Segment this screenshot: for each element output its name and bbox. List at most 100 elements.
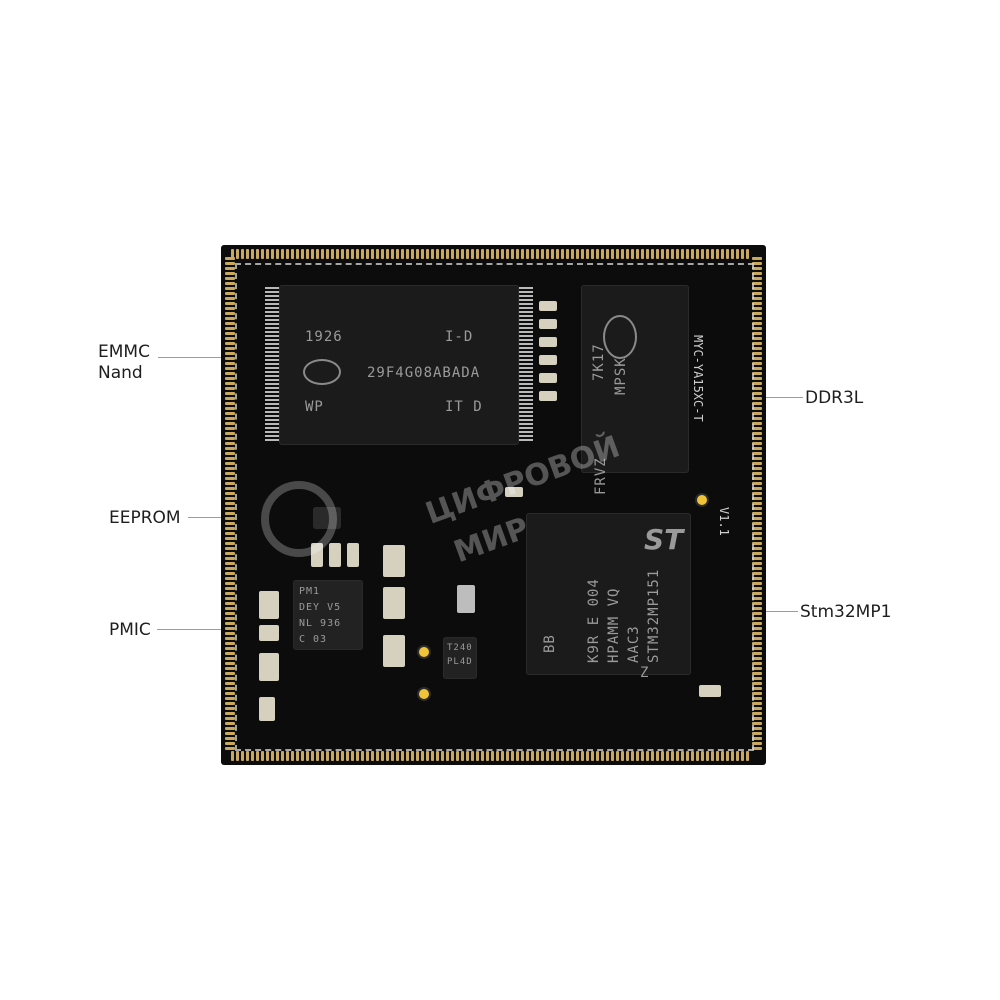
ddr3l-chip: 7K17 MPSK FRVZ (581, 285, 689, 495)
capacitor (383, 587, 405, 619)
edge-pad (241, 751, 244, 761)
edge-pad (225, 457, 235, 460)
edge-pad (225, 637, 235, 640)
edge-pad (752, 277, 762, 280)
edge-pad (651, 249, 654, 259)
edge-pad (606, 249, 609, 259)
edge-pad (556, 249, 559, 259)
capacitor (539, 391, 557, 401)
edge-pad (752, 697, 762, 700)
edge-pad (416, 249, 419, 259)
edge-pad (225, 707, 235, 710)
edge-pad (225, 447, 235, 450)
edge-pad (516, 249, 519, 259)
edge-pad (752, 377, 762, 380)
edge-pad (241, 249, 244, 259)
edge-pad (571, 249, 574, 259)
edge-pad (752, 452, 762, 455)
mounting-via (419, 689, 429, 699)
edge-pad (752, 572, 762, 575)
capacitor (259, 625, 279, 641)
edge-pad (326, 751, 329, 761)
edge-pad (752, 392, 762, 395)
edge-pad (496, 249, 499, 259)
edge-pad (752, 257, 762, 260)
edge-pad (225, 292, 235, 295)
edge-pad (225, 322, 235, 325)
edge-pad (446, 751, 449, 761)
capacitor (539, 373, 557, 383)
edge-pad (752, 422, 762, 425)
edge-pad (271, 751, 274, 761)
edge-pad (225, 582, 235, 585)
edge-pad (591, 249, 594, 259)
edge-pad (711, 751, 714, 761)
edge-pad (366, 249, 369, 259)
edge-pad (726, 249, 729, 259)
edge-pad (752, 537, 762, 540)
edge-pad (426, 751, 429, 761)
edge-pad (456, 751, 459, 761)
edge-pad (561, 751, 564, 761)
edge-pad (752, 467, 762, 470)
edge-pad (225, 267, 235, 270)
edge-pad (752, 262, 762, 265)
watermark-logo-icon (261, 481, 337, 557)
edge-pad (626, 249, 629, 259)
edge-pad (225, 512, 235, 515)
edge-pad (246, 249, 249, 259)
edge-pad (356, 249, 359, 259)
edge-pad (301, 751, 304, 761)
edge-pad (752, 512, 762, 515)
edge-pad (736, 249, 739, 259)
edge-pad (225, 562, 235, 565)
edge-pad (752, 617, 762, 620)
edge-pad (631, 249, 634, 259)
edge-pad (541, 751, 544, 761)
edge-pad (236, 249, 239, 259)
edge-pad (421, 751, 424, 761)
edge-pad (401, 751, 404, 761)
edge-pad (586, 249, 589, 259)
edge-pad (225, 422, 235, 425)
edge-pad (752, 352, 762, 355)
edge-pad (681, 751, 684, 761)
edge-pad (486, 249, 489, 259)
edge-pad (225, 337, 235, 340)
edge-pad (351, 249, 354, 259)
edge-pad (225, 482, 235, 485)
edge-pad (391, 249, 394, 259)
edge-pad (601, 751, 604, 761)
mounting-via (697, 495, 707, 505)
edge-pad (225, 532, 235, 535)
edge-pad (676, 249, 679, 259)
edge-pad (225, 502, 235, 505)
edge-pad (752, 292, 762, 295)
edge-pad (426, 249, 429, 259)
edge-pad (225, 697, 235, 700)
edge-pad (225, 407, 235, 410)
st-logo-icon: ST (644, 523, 684, 556)
edge-pad (616, 751, 619, 761)
small-ic: T240 PL4D (443, 637, 477, 679)
capacitor (539, 355, 557, 365)
edge-pad (752, 272, 762, 275)
edge-pad (671, 249, 674, 259)
edge-pad (752, 737, 762, 740)
edge-pad (752, 322, 762, 325)
edge-pad (561, 249, 564, 259)
edge-pad (225, 472, 235, 475)
edge-pad (225, 602, 235, 605)
edge-pad (752, 402, 762, 405)
capacitor (383, 635, 405, 667)
nand-leads-right (519, 287, 533, 443)
edge-pad (225, 477, 235, 480)
edge-pad (225, 507, 235, 510)
edge-pad (441, 249, 444, 259)
edge-pad (752, 622, 762, 625)
pmic-text-4: C 03 (299, 634, 328, 645)
capacitor (329, 543, 341, 567)
edge-pad (231, 751, 234, 761)
soc-text-2: AAC3 (626, 625, 642, 663)
edge-pad (752, 482, 762, 485)
